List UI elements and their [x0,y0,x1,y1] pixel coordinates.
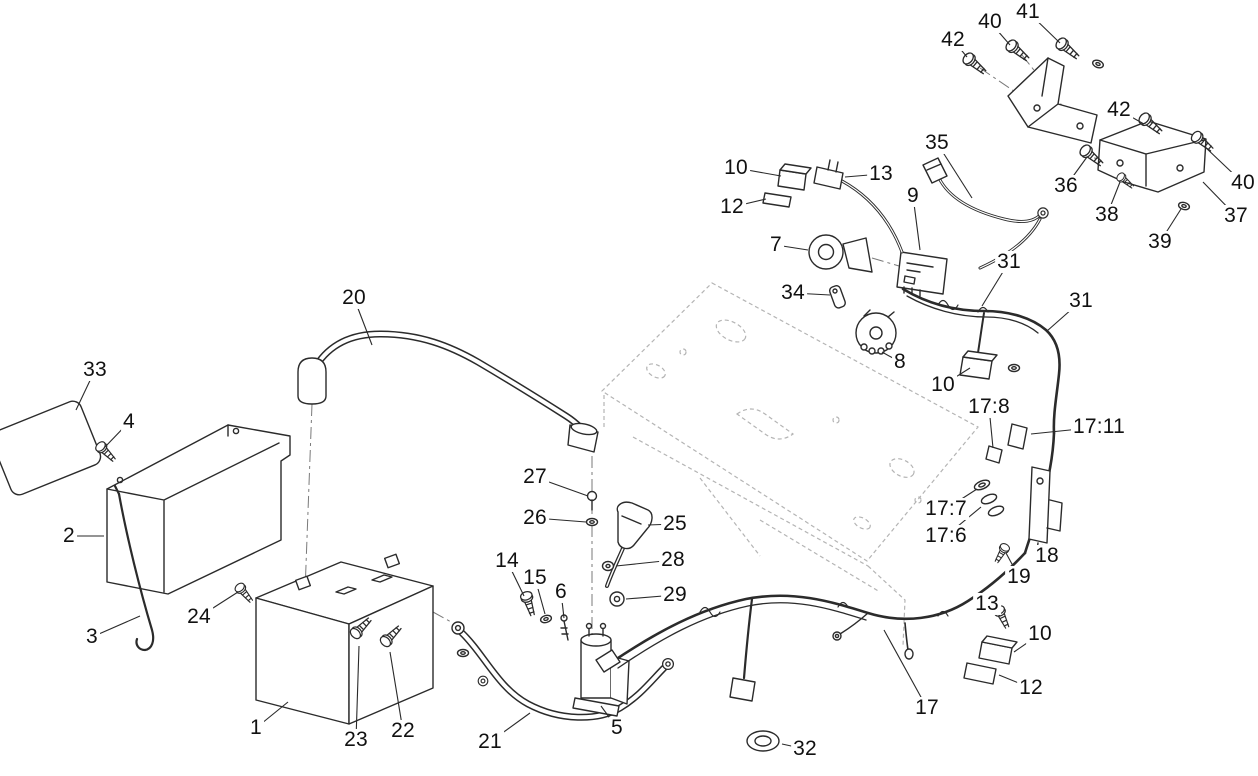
leader-line-10 [1013,633,1041,653]
stud-6 [560,614,569,641]
leader-line-9 [912,195,921,251]
leader-line-15 [534,577,546,615]
plate-12b [963,662,997,685]
light-switch-part [855,309,897,355]
battery-cover-part [106,424,291,595]
grommet-32 [746,730,780,752]
clip-17-8 [985,445,1003,464]
leader-line-8 [881,351,901,363]
connector-left [595,649,621,673]
clip-17-11 [1007,423,1028,450]
relay-10b [959,350,1021,380]
leader-line-33 [75,369,96,411]
leader-line-31 [1046,300,1082,332]
leader-line-17 [883,629,928,709]
leader-line-17:6 [945,506,982,537]
leader-line-34 [792,292,831,296]
positive-cable-part [297,330,599,453]
leader-line-20 [353,297,373,346]
boot-25 [605,501,653,588]
leader-line-39 [1159,208,1182,243]
leader-line-24 [198,591,239,618]
leader-line-10 [735,167,782,177]
leader-line-29 [625,594,676,600]
leader-line-31 [981,261,1010,307]
leader-line-27 [534,476,589,497]
washer-17-7 [973,479,991,491]
leader-line-14 [506,560,525,597]
leader-line-40 [1203,145,1244,184]
leader-line-26 [534,517,587,523]
leader-line-38 [1106,181,1121,216]
bracket-assy-b [1077,110,1217,212]
leader-line-42 [952,39,968,58]
leader-line-17:11 [1030,426,1100,435]
leader-line-40 [989,21,1011,46]
washer-28 [601,560,615,572]
leader-line-7 [775,244,809,251]
leader-line-13 [844,173,882,178]
connector-lower [729,677,756,702]
leader-line-1 [255,701,289,729]
side-plate-part [0,400,102,496]
leader-line-17:7 [945,488,978,510]
wire-assy-35 [922,157,1049,270]
leader-line-12 [998,674,1032,689]
washer-29 [609,591,625,607]
leader-line-32 [781,743,806,750]
washers-17-6 [980,493,1005,517]
leader-line-18 [1041,544,1048,557]
leader-line-13 [986,603,1001,617]
leader-line-37 [1202,181,1237,217]
leader-line-19 [1005,552,1020,578]
chassis-outline [601,282,979,647]
leader-line-6 [560,591,565,619]
negative-cable-part [451,621,675,721]
leader-line-21 [489,712,531,743]
battery-terminal-negative [383,553,401,569]
leader-line-28 [615,559,674,567]
connector-13a [813,159,904,254]
leader-line-22 [389,651,404,732]
leader-line-23 [355,645,360,741]
leader-line-10 [942,367,971,386]
leader-line-12 [731,198,767,208]
leader-line-5 [600,705,618,729]
rod-part [113,484,155,652]
leader-line-42 [1118,109,1145,125]
leader-line-36 [1065,156,1088,187]
relay-10a [777,163,812,191]
battery-terminal-positive [294,575,312,591]
key-part [828,285,846,309]
leader-line-35 [936,142,973,199]
bracket-assy-a [960,35,1106,144]
leader-line-3 [91,615,141,638]
cable-boot [297,357,327,405]
leader-line-4 [104,421,130,448]
ignition-switch-part [808,234,873,273]
leader-line-17:8 [988,406,994,449]
relay-10c [978,635,1018,665]
leader-line-41 [1027,11,1061,44]
control-module-part [896,251,948,297]
leader-line-25 [647,523,676,526]
starter-solenoid-part [572,622,630,717]
